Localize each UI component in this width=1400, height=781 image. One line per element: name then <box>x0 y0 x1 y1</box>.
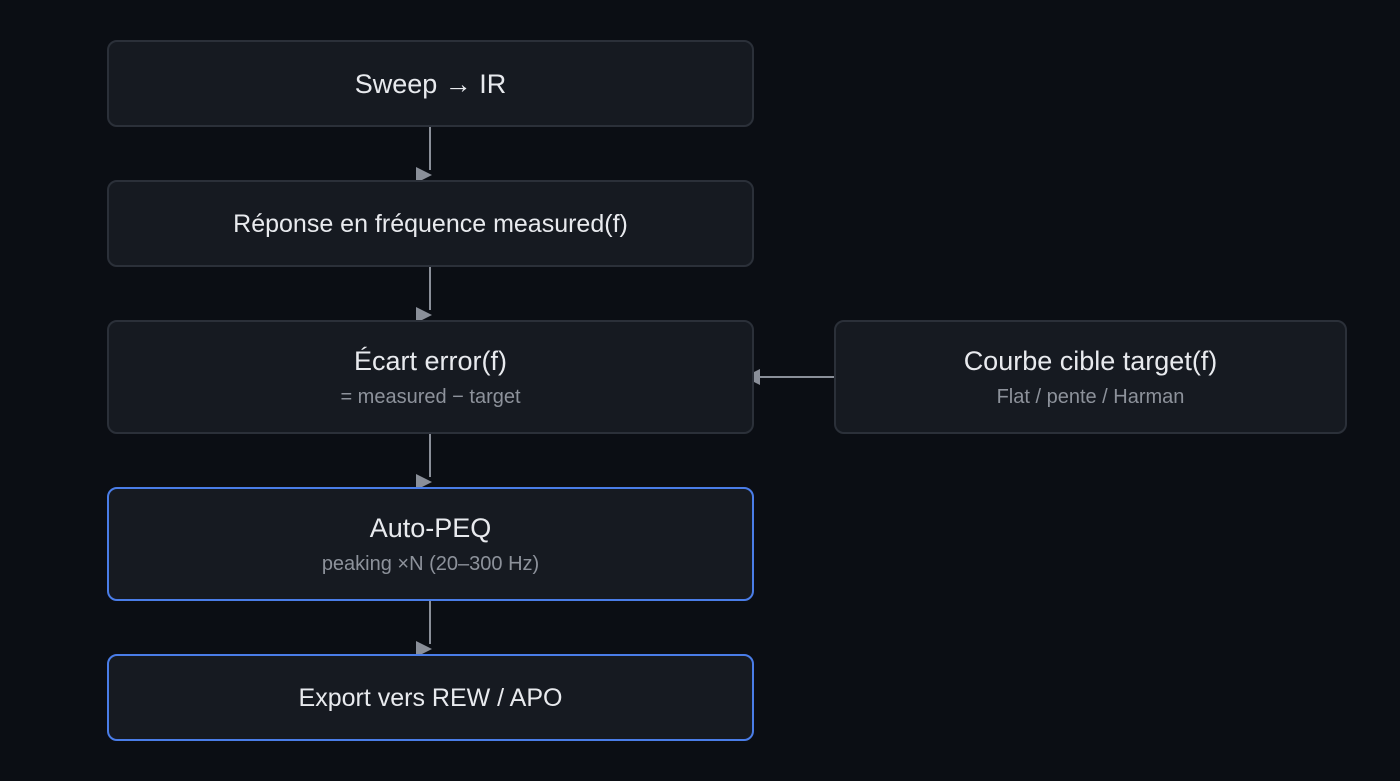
node-sweep-ir-title: Sweep → IR <box>354 68 507 99</box>
node-auto-peq-subtitle: peaking ×N (20–300 Hz) <box>321 553 540 575</box>
node-auto-peq: Auto-PEQ peaking ×N (20–300 Hz) <box>107 487 754 601</box>
node-target-curve-title: Courbe cible target(f) <box>963 346 1218 376</box>
arrowhead-error <box>416 307 432 323</box>
arrowhead-autopeq <box>416 474 432 490</box>
node-target-curve-subtitle: Flat / pente / Harman <box>996 386 1185 408</box>
node-sweep-ir: Sweep → IR <box>107 40 754 127</box>
node-frequency-response: Réponse en fréquence measured(f) <box>107 180 754 267</box>
arrowhead-response <box>416 167 432 183</box>
node-frequency-response-title: Réponse en fréquence measured(f) <box>233 209 628 238</box>
node-export: Export vers REW / APO <box>107 654 754 741</box>
arrowhead-export <box>416 641 432 657</box>
node-auto-peq-title: Auto-PEQ <box>369 513 492 543</box>
node-error: Écart error(f) = measured − target <box>107 320 754 434</box>
node-error-subtitle: = measured − target <box>340 386 521 408</box>
node-error-title: Écart error(f) <box>353 346 507 376</box>
node-target-curve: Courbe cible target(f) Flat / pente / Ha… <box>834 320 1347 434</box>
node-export-title: Export vers REW / APO <box>298 683 563 712</box>
